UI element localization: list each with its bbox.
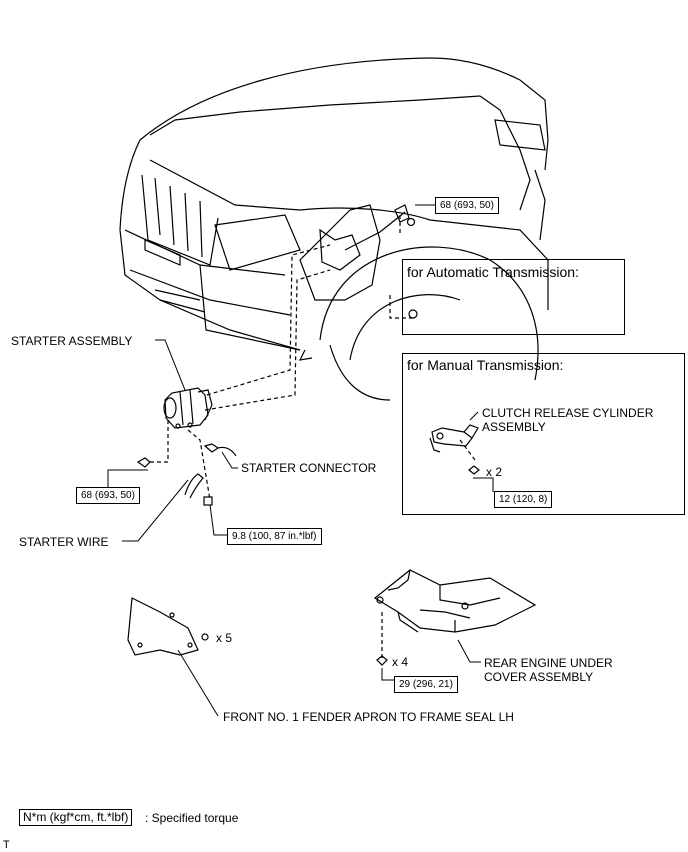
clutch-release-cylinder-drawing — [429, 424, 479, 453]
starter-wire-drawing — [184, 473, 213, 506]
bracket-drawing — [394, 204, 410, 223]
starter-connector-label: STARTER CONNECTOR — [241, 461, 377, 475]
vehicle-front-drawing — [119, 57, 549, 401]
torque-starter-wire-nut: 9.8 (100, 87 in.*lbf) — [227, 528, 322, 545]
legend-torque-unit: N*m (kgf*cm, ft.*lbf) — [19, 809, 133, 826]
leader-lines-solid — [107, 204, 494, 717]
leader-lines-dashed — [150, 215, 476, 660]
torque-upper-bolt: 68 (693, 50) — [435, 197, 499, 214]
fender-apron-seal-drawing — [127, 597, 199, 656]
legend-description: : Specified torque — [145, 811, 239, 825]
rear-engine-under-cover-drawing — [373, 569, 537, 633]
torque-clutch-bolt: 12 (120, 8) — [494, 491, 553, 508]
torque-starter-bolt: 68 (693, 50) — [76, 487, 140, 504]
footer-mark: T — [3, 839, 10, 851]
torque-cover-bolt: 29 (296, 21) — [394, 676, 458, 693]
manual-transmission-box: for Manual Transmission: — [402, 353, 685, 515]
bolt-icons — [136, 217, 480, 666]
fender-apron-seal-label: FRONT NO. 1 FENDER APRON TO FRAME SEAL L… — [223, 710, 514, 724]
automatic-transmission-title: for Automatic Transmission: — [407, 264, 579, 280]
clutch-release-cylinder-label-2: ASSEMBLY — [482, 420, 546, 434]
starter-assembly-label: STARTER ASSEMBLY — [11, 334, 133, 348]
clutch-release-cylinder-label: CLUTCH RELEASE CYLINDER — [482, 406, 654, 420]
rear-engine-under-cover-label-2: COVER ASSEMBLY — [484, 670, 594, 684]
apron-clip-quantity: x 5 — [216, 631, 233, 645]
starter-wire-label: STARTER WIRE — [19, 535, 109, 549]
cover-bolt-quantity: x 4 — [392, 655, 409, 669]
automatic-transmission-box: for Automatic Transmission: — [402, 259, 625, 335]
starter-connector-drawing — [203, 443, 237, 457]
starter-assembly-drawing — [163, 387, 213, 429]
clutch-bolt-quantity: x 2 — [486, 465, 503, 479]
manual-transmission-title: for Manual Transmission: — [407, 357, 564, 373]
rear-engine-under-cover-label: REAR ENGINE UNDER — [484, 656, 613, 670]
